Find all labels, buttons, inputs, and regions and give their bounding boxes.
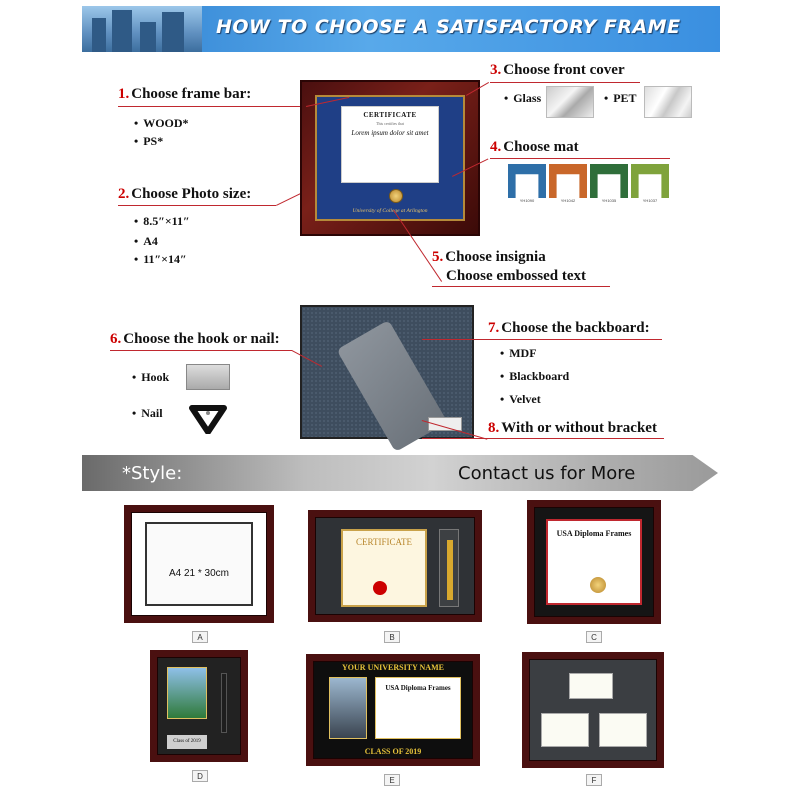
front-cover-option: Glass — [504, 91, 541, 106]
gold-seal — [590, 577, 606, 593]
caption-e: E — [384, 774, 400, 786]
caption-f: F — [586, 774, 602, 786]
document-top — [569, 673, 613, 699]
backboard-option: Velvet — [500, 392, 541, 407]
caption-c: C — [586, 631, 602, 643]
mat-swatch-code: YH1037 — [642, 198, 658, 203]
wax-seal — [373, 581, 387, 595]
step-4-underline — [490, 158, 670, 159]
graduate-photo — [167, 667, 207, 719]
step-7-title: 7.Choose the backboard: — [488, 320, 650, 336]
step-2-underline — [118, 205, 276, 206]
embossed-text: University of College at Arlington — [352, 208, 428, 214]
front-cover-option: PET — [604, 91, 636, 106]
certificate-paper: CERTIFICATE — [341, 529, 427, 607]
certificate-title: CERTIFICATE — [356, 537, 412, 547]
step-8-underline — [422, 438, 664, 439]
header-banner: HOW TO CHOOSE A SATISFACTORY FRAME — [82, 6, 720, 52]
frame-mat: CERTIFICATE This certifies that Lorem ip… — [315, 95, 465, 221]
tassel-window — [217, 667, 231, 743]
mat-swatch-code: YH1090 — [519, 198, 535, 203]
contact-link[interactable]: Contact us for More — [458, 463, 636, 484]
certificate-paper: CERTIFICATE This certifies that Lorem ip… — [341, 106, 439, 183]
frame-bar-option: WOOD* — [134, 116, 188, 131]
step-1-underline — [118, 106, 306, 107]
step-4-title: 4.Choose mat — [490, 139, 579, 155]
diploma-paper: USA Diploma Frames — [546, 519, 642, 605]
caption-d: D — [192, 770, 208, 782]
tassel-window — [439, 529, 459, 607]
mat-swatch-color — [590, 164, 628, 198]
caption-a: A — [192, 631, 208, 643]
certificate-title: CERTIFICATE — [363, 111, 417, 119]
mat-swatch: YH1037 — [631, 164, 669, 203]
main-frame-image: CERTIFICATE This certifies that Lorem ip… — [300, 80, 480, 236]
mat-swatch-color — [549, 164, 587, 198]
mat-swatch-row: YH1090 YH1042 YH1035 YH1037 — [508, 164, 670, 210]
graduate-photo — [329, 677, 367, 739]
mat-swatch-color — [508, 164, 546, 198]
a4-size-text: A4 21 * 30cm — [168, 568, 230, 579]
nail-option: Nail — [132, 406, 162, 421]
style-frame-b[interactable]: CERTIFICATE — [308, 510, 482, 622]
step-6-title: 6.Choose the hook or nail: — [110, 331, 280, 347]
style-frame-c[interactable]: USA Diploma Frames — [527, 500, 661, 624]
step-3-underline — [490, 82, 640, 83]
insignia-seal — [389, 189, 403, 203]
document-right — [599, 713, 647, 747]
certificate-border: A4 21 * 30cm — [145, 522, 253, 606]
photo-size-option: 11″×14″ — [134, 252, 186, 267]
mat-swatch: YH1035 — [590, 164, 628, 203]
backboard-image — [300, 305, 474, 453]
pet-swatch — [644, 86, 692, 118]
mat-swatch: YH1042 — [549, 164, 587, 203]
mat-swatch-code: YH1035 — [601, 198, 617, 203]
class-plate: Class of 2019 — [167, 735, 207, 749]
class-year: CLASS OF 2019 — [364, 747, 422, 756]
step-3-title: 3.Choose front cover — [490, 62, 625, 78]
mat-swatch-code: YH1042 — [560, 198, 576, 203]
step-1-title: 1.Choose frame bar: — [118, 86, 252, 102]
diploma-paper: USA Diploma Frames — [375, 677, 461, 739]
university-name: YOUR UNIVERSITY NAME — [342, 663, 444, 672]
glass-swatch — [546, 86, 594, 118]
mat-swatch: YH1090 — [508, 164, 546, 203]
style-frame-d[interactable]: Class of 2019 — [150, 650, 248, 762]
hook-option: Hook — [132, 370, 169, 385]
frame-bar-option: PS* — [134, 134, 163, 149]
tassel — [221, 673, 227, 733]
nail-icon — [189, 405, 227, 434]
step-5-underline — [432, 286, 610, 287]
hook-image — [186, 364, 230, 390]
castle-image — [82, 6, 202, 52]
style-label: *Style: — [122, 463, 183, 484]
banner-title: HOW TO CHOOSE A SATISFACTORY FRAME — [216, 16, 681, 38]
step-7-underline — [422, 339, 662, 340]
step-6-underline — [110, 350, 292, 351]
step-8-title: 8.With or without bracket — [488, 420, 657, 436]
photo-size-option: A4 — [134, 234, 158, 249]
diploma-title: USA Diploma Frames — [385, 684, 451, 692]
style-frame-a[interactable]: A4 21 * 30cm — [124, 505, 274, 623]
mat-swatch-color — [631, 164, 669, 198]
photo-size-option: 8.5″×11″ — [134, 214, 189, 229]
backboard-option: MDF — [500, 346, 536, 361]
step-2-title: 2.Choose Photo size: — [118, 186, 252, 202]
certificate-name: Lorem ipsum dolor sit amet — [351, 129, 429, 137]
step-5-subtitle: Choose embossed text — [446, 268, 586, 284]
backboard-option: Blackboard — [500, 369, 569, 384]
style-frame-f[interactable] — [522, 652, 664, 768]
diploma-title: USA Diploma Frames — [556, 529, 632, 538]
style-banner: *Style: Contact us for More — [82, 455, 718, 491]
backboard-label — [428, 417, 462, 431]
style-frame-e[interactable]: YOUR UNIVERSITY NAME USA Diploma Frames … — [306, 654, 480, 766]
tassel — [447, 540, 453, 600]
caption-b: B — [384, 631, 400, 643]
document-left — [541, 713, 589, 747]
step-5-title: 5.Choose insignia — [432, 249, 546, 265]
certificate-line: This certifies that — [376, 121, 404, 126]
